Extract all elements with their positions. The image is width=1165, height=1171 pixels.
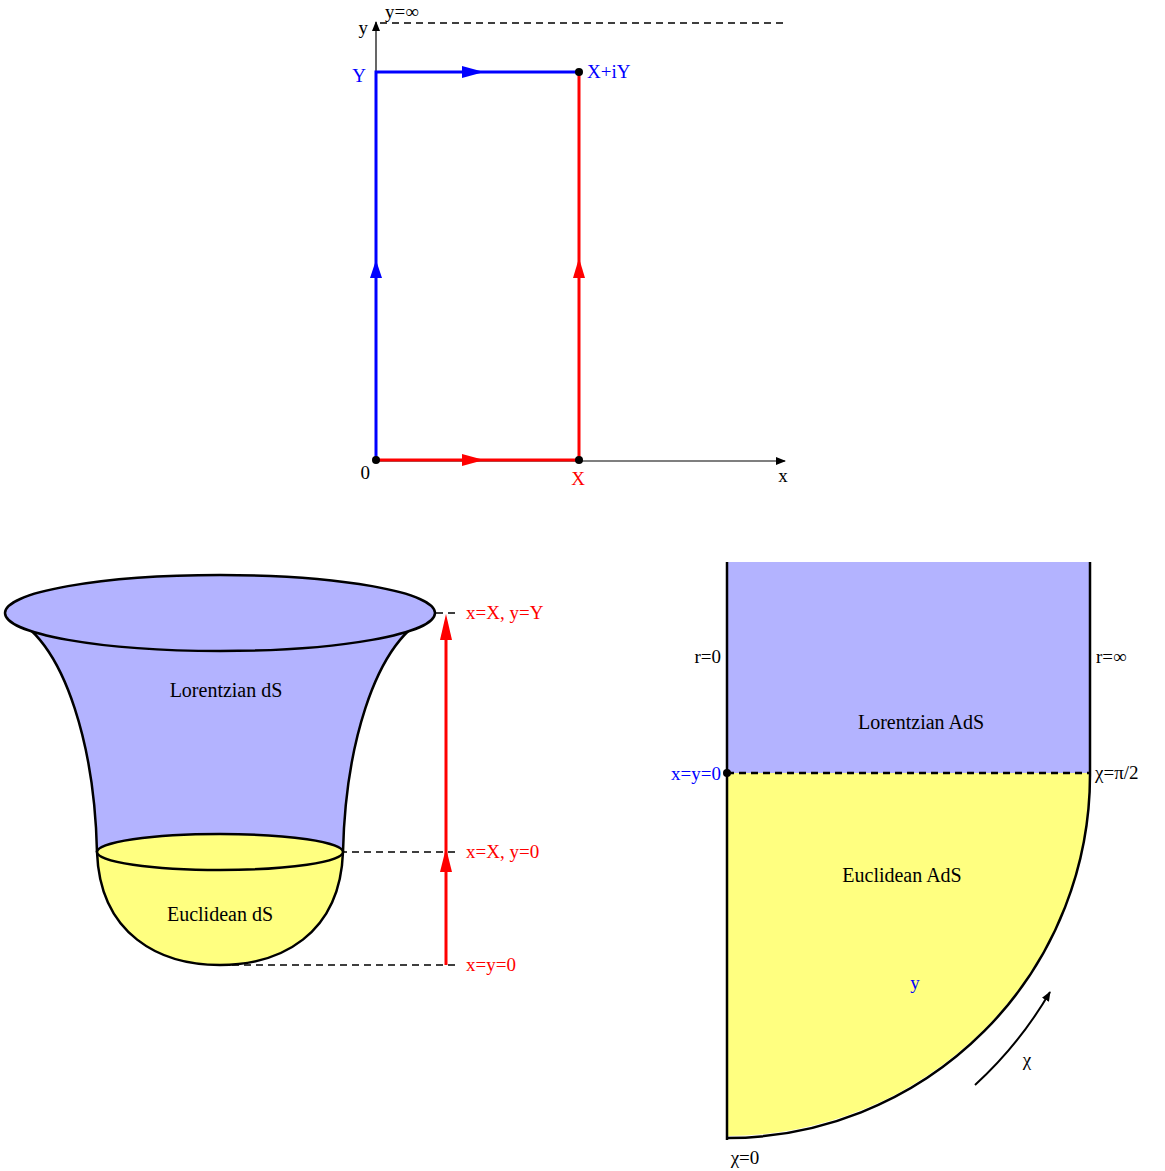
point [372,456,380,464]
math-label: χ=0 [731,1148,760,1169]
blue-contour [376,72,579,460]
region: Euclidean AdS [722,770,1094,1145]
region: Euclidean dS [90,828,350,970]
region: Lorentzian dS [0,570,440,860]
region-shape [722,560,1094,775]
contour-arrow [573,258,585,278]
point [575,68,583,76]
contour-arrow [462,454,484,466]
math-label: x=X, y=Y [466,603,543,624]
math-label: y [359,18,369,39]
level-line [220,964,460,966]
region-shape [90,828,350,970]
contour-arrow [370,260,382,278]
math-label: r=0 [694,647,721,668]
math-label: r=∞ [1096,647,1127,668]
math-label: x [778,466,788,487]
infinity-line [380,22,785,24]
math-label: X+iY [587,62,630,83]
region-name: Lorentzian AdS [858,711,984,734]
math-label: x=y=0 [671,764,721,785]
point [575,456,583,464]
math-label: Y [352,66,366,87]
math-label: 0 [361,463,371,484]
path-arrow [440,848,452,872]
math-label: χ=π/2 [1095,763,1139,784]
region-name: Euclidean AdS [842,864,961,887]
math-label: χ [1023,1050,1031,1071]
red-contour [376,72,579,460]
math-label: y [910,973,920,994]
math-label: X [571,469,585,490]
region-name: Euclidean dS [167,903,273,926]
math-label: x=X, y=0 [466,842,539,863]
path-arrow [440,614,452,640]
region-name: Lorentzian dS [170,679,283,702]
contour-arrow [462,66,484,78]
region-shape [722,770,1094,1145]
region-shape [0,570,440,860]
region: Lorentzian AdS [722,560,1094,775]
red-path [445,630,448,965]
math-label: y=∞ [385,2,419,23]
math-label: x=y=0 [466,955,516,976]
